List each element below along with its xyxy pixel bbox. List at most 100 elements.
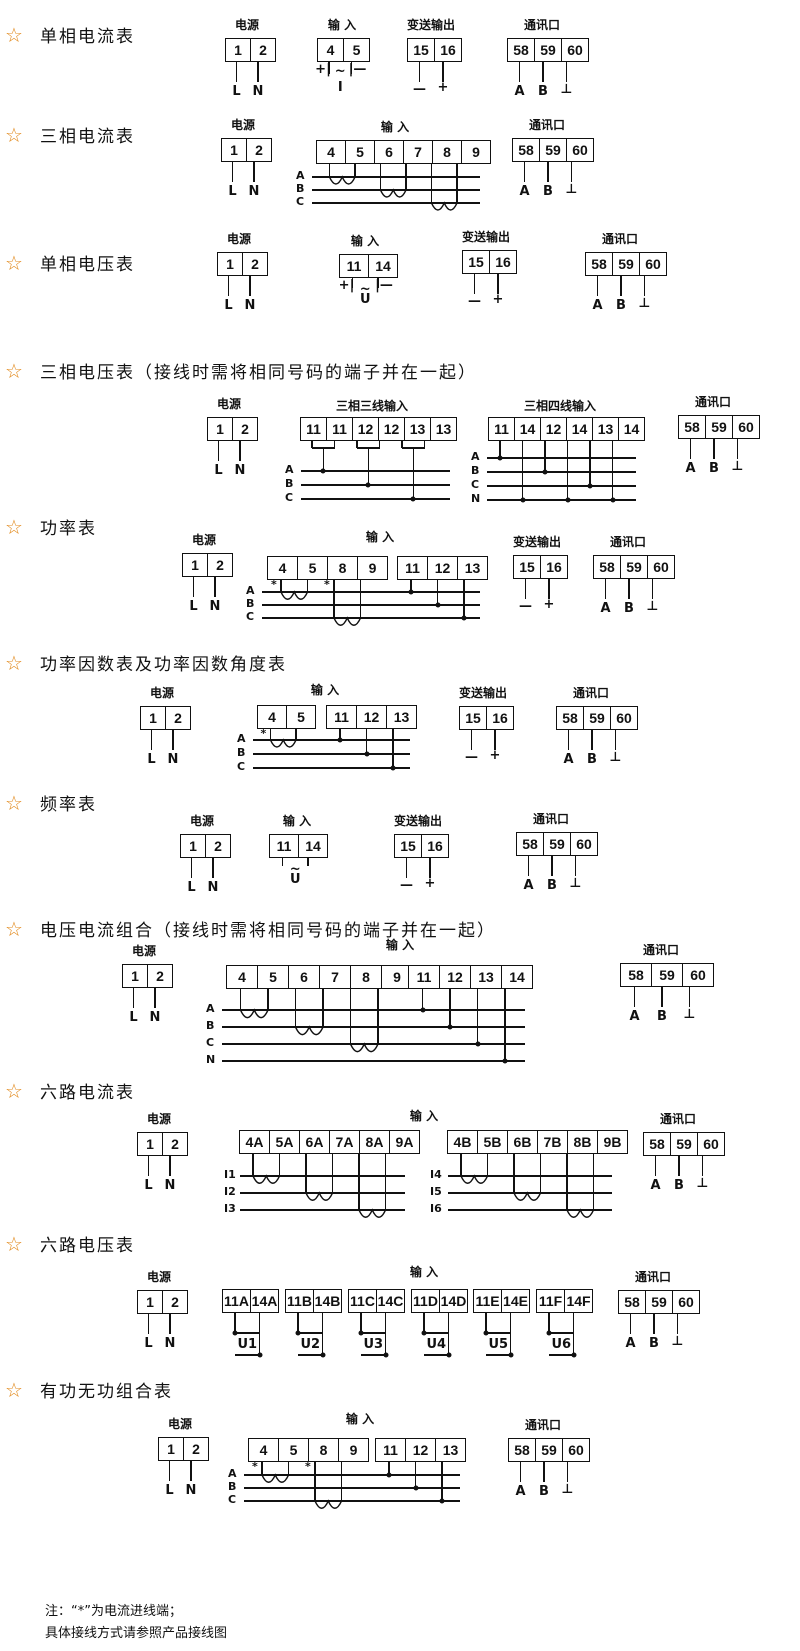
wire bbox=[340, 1462, 343, 1501]
ground-label: ⊥ bbox=[609, 750, 622, 765]
wire bbox=[456, 164, 458, 203]
wire bbox=[227, 276, 230, 296]
junction-dot bbox=[587, 483, 593, 489]
terminal-cell: 60 bbox=[672, 1291, 699, 1313]
rs485-a-label: A bbox=[650, 1178, 661, 1193]
terminal-cell: 6B bbox=[507, 1131, 537, 1153]
bus-label: B bbox=[237, 746, 246, 759]
wire bbox=[548, 579, 550, 599]
terminal-cell: 4 bbox=[278, 560, 287, 576]
wire bbox=[190, 1461, 192, 1481]
bus-line bbox=[487, 457, 636, 459]
section-title: ☆有功无功组合表 bbox=[0, 1377, 173, 1403]
section-title-text: 六路电流表 bbox=[40, 1083, 135, 1103]
bus-line bbox=[262, 604, 480, 606]
wire bbox=[294, 989, 297, 1027]
bus-line bbox=[312, 176, 480, 178]
current-loop bbox=[261, 1473, 290, 1484]
wire bbox=[339, 729, 341, 740]
wire bbox=[314, 1462, 316, 1501]
terminal-cell: 60 bbox=[566, 139, 593, 161]
junction-dot bbox=[565, 497, 570, 503]
wire bbox=[519, 1462, 522, 1482]
wire bbox=[566, 1462, 569, 1482]
terminal-group-header: 变送输出 bbox=[461, 230, 511, 244]
terminal-cell: 5B bbox=[477, 1131, 507, 1153]
terminal-cell: 2 bbox=[162, 1133, 187, 1155]
bus-label: A bbox=[228, 1467, 237, 1480]
bus-label: B bbox=[471, 464, 480, 477]
junction-dot bbox=[508, 1352, 513, 1358]
section-title-text: 三相电流表 bbox=[40, 127, 135, 147]
bus-line bbox=[244, 1474, 460, 1476]
junction-dot bbox=[413, 1485, 418, 1491]
wire bbox=[321, 1313, 324, 1355]
wire bbox=[589, 441, 591, 486]
terminal-cell: 14 bbox=[566, 418, 592, 440]
wire bbox=[628, 579, 630, 599]
wire bbox=[192, 577, 195, 597]
terminal-cell: 11 bbox=[383, 1442, 398, 1458]
bus-line bbox=[486, 1332, 511, 1334]
terminal-cell: 60 bbox=[647, 556, 674, 578]
terminal-cell: 59 bbox=[535, 1439, 562, 1461]
line-label: L bbox=[144, 1336, 153, 1351]
terminal-cell: 16 bbox=[540, 556, 567, 578]
line-label: L bbox=[228, 184, 237, 199]
junction-dot bbox=[295, 1330, 301, 1336]
line-label: L bbox=[224, 298, 233, 313]
wire bbox=[349, 989, 352, 1044]
voltage-channel-label: U5 bbox=[488, 1337, 509, 1352]
voltage-channel-label: U2 bbox=[300, 1337, 321, 1352]
terminal-cell: 8 bbox=[308, 1439, 338, 1461]
wire bbox=[410, 580, 412, 592]
wire bbox=[418, 62, 421, 82]
terminal-cell: 9 bbox=[338, 1439, 368, 1461]
terminal-cell: 58 bbox=[513, 42, 529, 58]
wire bbox=[476, 989, 479, 1044]
terminal-cell: 59 bbox=[534, 39, 561, 61]
ground-label: ⊥ bbox=[696, 1176, 709, 1191]
rs485-a-label: A bbox=[519, 184, 530, 199]
rs485-a-label: A bbox=[514, 84, 525, 99]
wire bbox=[356, 441, 358, 448]
bus-label: C bbox=[206, 1036, 215, 1049]
wire bbox=[322, 989, 324, 1027]
wire bbox=[521, 441, 524, 500]
rs485-a-label: A bbox=[629, 1009, 640, 1024]
star-icon: ☆ bbox=[5, 916, 25, 941]
terminal-cell: 60 bbox=[561, 39, 588, 61]
terminal-group-header: 电源 bbox=[189, 814, 215, 828]
terminal-cell: 2 bbox=[183, 1438, 208, 1460]
bus-line bbox=[222, 1060, 525, 1062]
terminal-cell: 11 bbox=[416, 969, 432, 985]
star-icon: ☆ bbox=[5, 1377, 25, 1402]
terminal-cell: 11 bbox=[405, 560, 420, 576]
neutral-label: N bbox=[244, 298, 256, 313]
wire bbox=[485, 1313, 487, 1333]
junction-dot bbox=[365, 482, 371, 488]
terminal-cell: 12 bbox=[439, 966, 470, 988]
neutral-label: N bbox=[164, 1178, 176, 1193]
wire bbox=[278, 1154, 281, 1176]
wire bbox=[591, 730, 593, 750]
wire bbox=[513, 1154, 515, 1193]
star-icon: ☆ bbox=[5, 22, 25, 47]
terminal-cell: 4B bbox=[453, 1134, 472, 1150]
wire bbox=[359, 580, 362, 618]
bus-label: C bbox=[296, 195, 305, 208]
wire bbox=[351, 278, 354, 288]
bus-line bbox=[549, 1332, 574, 1334]
bus-label: C bbox=[471, 478, 480, 491]
section-title: ☆六路电压表 bbox=[0, 1231, 135, 1257]
terminal-cell: 15 bbox=[400, 838, 416, 854]
junction-dot bbox=[408, 589, 414, 595]
junction-dot bbox=[546, 1330, 552, 1336]
star-icon: ☆ bbox=[5, 790, 25, 815]
bus-line bbox=[240, 1175, 405, 1177]
